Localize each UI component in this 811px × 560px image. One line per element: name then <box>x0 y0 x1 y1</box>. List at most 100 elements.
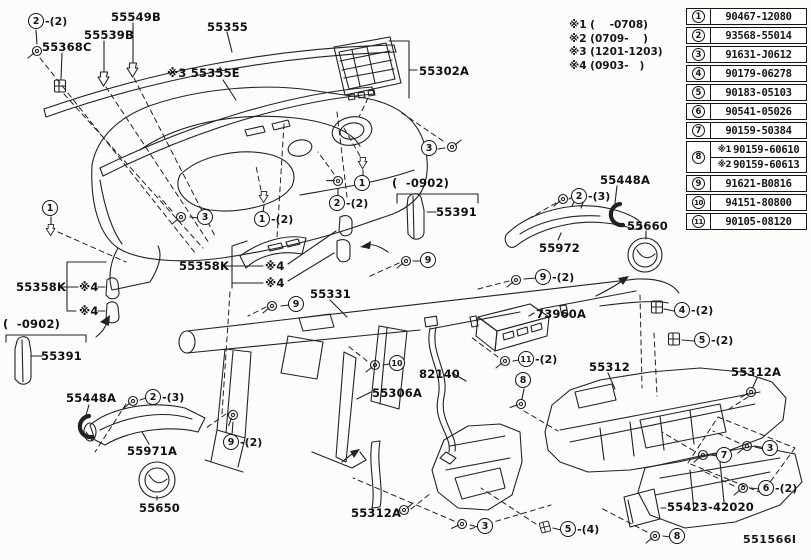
ecu-box <box>475 303 550 352</box>
callout-ref-8-13: 8 <box>515 372 531 388</box>
part-number: 90159-50384 <box>725 124 792 137</box>
quantity-suffix: -(2) <box>552 270 575 284</box>
table-ref-cell: 6 <box>687 104 711 119</box>
quantity-suffix: -(2) <box>271 212 294 226</box>
table-partnumber-cell: 90467-12080 <box>711 9 806 24</box>
cluster-finish-panel <box>105 215 353 324</box>
circled-number: 1 <box>692 10 705 23</box>
part-label-55650-28: 55650 <box>139 501 181 515</box>
part-label-55391-18: 55391 <box>41 349 83 363</box>
callout-ref-1-4: 1-(2) <box>254 211 293 227</box>
callout-ref-1-6: 1 <box>42 200 58 216</box>
circled-number: 6 <box>758 480 774 496</box>
circled-number: 2 <box>28 13 44 29</box>
callout-ref-2-7: 2-(3) <box>571 188 610 204</box>
molding-55355 <box>43 44 397 177</box>
circled-number: 3 <box>692 48 705 61</box>
legend-note-4: ※4 (0903- ) <box>569 59 645 72</box>
circled-number: 10 <box>692 196 705 209</box>
part-number: 90105-08120 <box>725 215 792 228</box>
circled-number: 4 <box>674 302 690 318</box>
table-row-ref-11: 11 90105-08120 <box>686 213 807 230</box>
circled-number: 8 <box>692 150 705 164</box>
legend-note-1: ※1 ( -0708) <box>569 19 648 31</box>
table-ref-cell: 8 <box>687 142 711 172</box>
part-label-55358k-14: 55358K <box>179 259 230 273</box>
part-label-55306a-22: 55306A <box>372 386 423 400</box>
part-label-4-13: ※4 <box>79 304 99 318</box>
direction-arrows <box>95 241 629 463</box>
circled-number: 11 <box>692 215 705 228</box>
quantity-suffix: -(2) <box>240 435 263 449</box>
callout-ref-9-8: 9 <box>420 252 436 268</box>
table-row-ref-9: 9 91621-B0816 <box>686 175 807 192</box>
table-ref-cell: 3 <box>687 47 711 62</box>
part-label-55312-23: 55312 <box>589 360 631 374</box>
quantity-suffix: -(2) <box>775 481 798 495</box>
part-label-4-16: ※4 <box>265 276 285 290</box>
callout-ref-8-20: 8 <box>669 528 685 544</box>
part-number: 94151-80800 <box>725 196 792 209</box>
circled-number: 6 <box>692 105 705 118</box>
callout-ref-9-10: 9 <box>288 296 304 312</box>
quantity-suffix: -(2) <box>711 333 734 347</box>
note-symbol: ※2 <box>717 160 732 170</box>
circled-number: 1 <box>354 175 370 191</box>
part-label-55448a-8: 55448A <box>600 173 651 187</box>
part-label-55302a-5: 55302A <box>419 64 470 78</box>
part-label-0902-17: ( -0902) <box>3 317 61 331</box>
c-clip-right <box>608 201 626 228</box>
quantity-suffix: -(2) <box>45 14 68 28</box>
part-label-0902-6: ( -0902) <box>392 176 450 190</box>
circled-number: 4 <box>692 67 705 80</box>
table-ref-cell: 5 <box>687 85 711 100</box>
part-label-55312a-25: 55312A <box>351 506 402 520</box>
leader-lines <box>5 22 764 538</box>
callout-ref-11-12: 11-(2) <box>518 351 557 367</box>
circled-number: 1 <box>42 200 58 216</box>
circled-number: 8 <box>515 372 531 388</box>
part-label-55358k-11: 55358K <box>16 280 67 294</box>
table-partnumber-cell: 90183-05103 <box>711 85 806 100</box>
table-ref-cell: 9 <box>687 176 711 191</box>
part-label-4-15: ※4 <box>265 259 285 273</box>
callout-ref-10-11: 10 <box>389 355 405 371</box>
part-label-55972-10: 55972 <box>539 241 581 255</box>
panel-55423 <box>623 488 661 528</box>
circled-number: 9 <box>288 296 304 312</box>
callout-ref-7-21: 7 <box>716 447 732 463</box>
circled-number: 5 <box>694 332 710 348</box>
lower-panel-55312 <box>370 367 803 529</box>
part-label-55312a-24: 55312A <box>731 365 782 379</box>
register-55650 <box>138 461 176 499</box>
circled-number: 11 <box>518 351 534 367</box>
circled-number: 1 <box>254 211 270 227</box>
table-row-ref-5: 5 90183-05103 <box>686 84 807 101</box>
part-number: 90179-06278 <box>725 67 792 80</box>
callout-ref-9-9: 9-(2) <box>535 269 574 285</box>
part-number: 91621-B0816 <box>725 177 792 190</box>
legend-note-2: ※2 (0709- ) <box>569 32 648 45</box>
circled-number: 2 <box>145 389 161 405</box>
circled-number: 3 <box>477 518 493 534</box>
part-label-55539b-1: 55539B <box>84 28 134 42</box>
circled-number: 7 <box>716 447 732 463</box>
register-55660 <box>627 237 663 273</box>
part-label-55368c-2: 55368C <box>42 40 92 54</box>
table-partnumber-cell: 90179-06278 <box>711 66 806 81</box>
part-label-55971a-27: 55971A <box>127 444 178 458</box>
circled-number: 9 <box>535 269 551 285</box>
callout-ref-2-3: 2-(2) <box>329 195 368 211</box>
date-range-legend: ※1 ( -0708)※2 (0709- )※3 (1201-1203)※4 (… <box>569 19 663 73</box>
circled-number: 3 <box>762 440 778 456</box>
circled-number: 5 <box>692 86 705 99</box>
callout-ref-9-15: 9-(2) <box>223 434 262 450</box>
circled-number: 9 <box>420 252 436 268</box>
